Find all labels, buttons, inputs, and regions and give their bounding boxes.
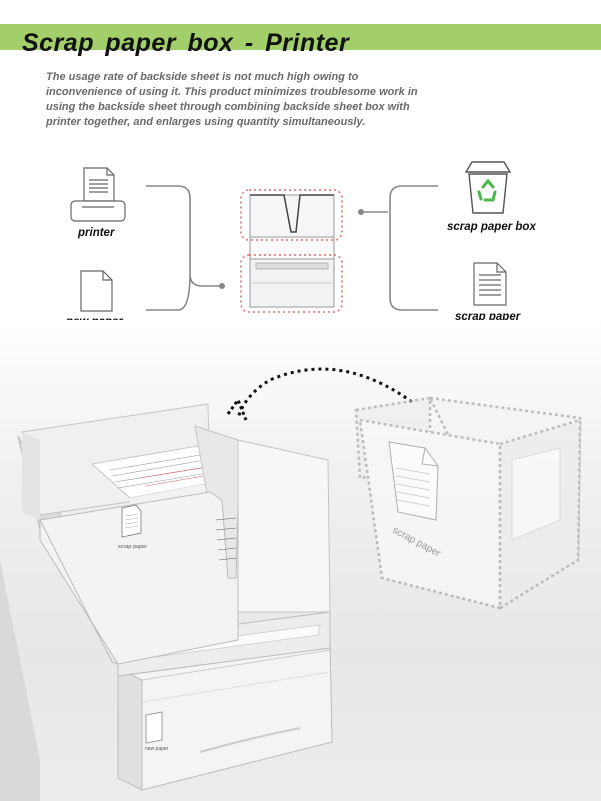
left-bracket	[146, 185, 222, 311]
lined-paper-icon	[473, 262, 507, 306]
printer-label: printer	[78, 227, 115, 239]
center-product-icon	[240, 189, 343, 313]
scrap-paper-box-label: scrap paper box	[447, 221, 536, 233]
printer-icon	[70, 167, 126, 222]
recycle-bin-icon	[464, 161, 512, 214]
insert-arrow	[236, 367, 413, 419]
scrap-paper-box	[17, 403, 331, 665]
tray-label: new paper	[145, 746, 169, 752]
page-title: Scrap paper box - Printer	[22, 29, 350, 57]
description-text: The usage rate of backside sheet is not …	[46, 71, 418, 128]
box-label: scrap paper	[118, 544, 147, 550]
connector-dot	[219, 283, 225, 289]
ghost-scrap-box	[354, 396, 582, 611]
printer-tray	[117, 639, 333, 791]
concept-diagram	[70, 161, 512, 313]
title-bar	[0, 24, 601, 50]
paper-icon	[80, 270, 113, 312]
right-bracket	[361, 185, 438, 311]
